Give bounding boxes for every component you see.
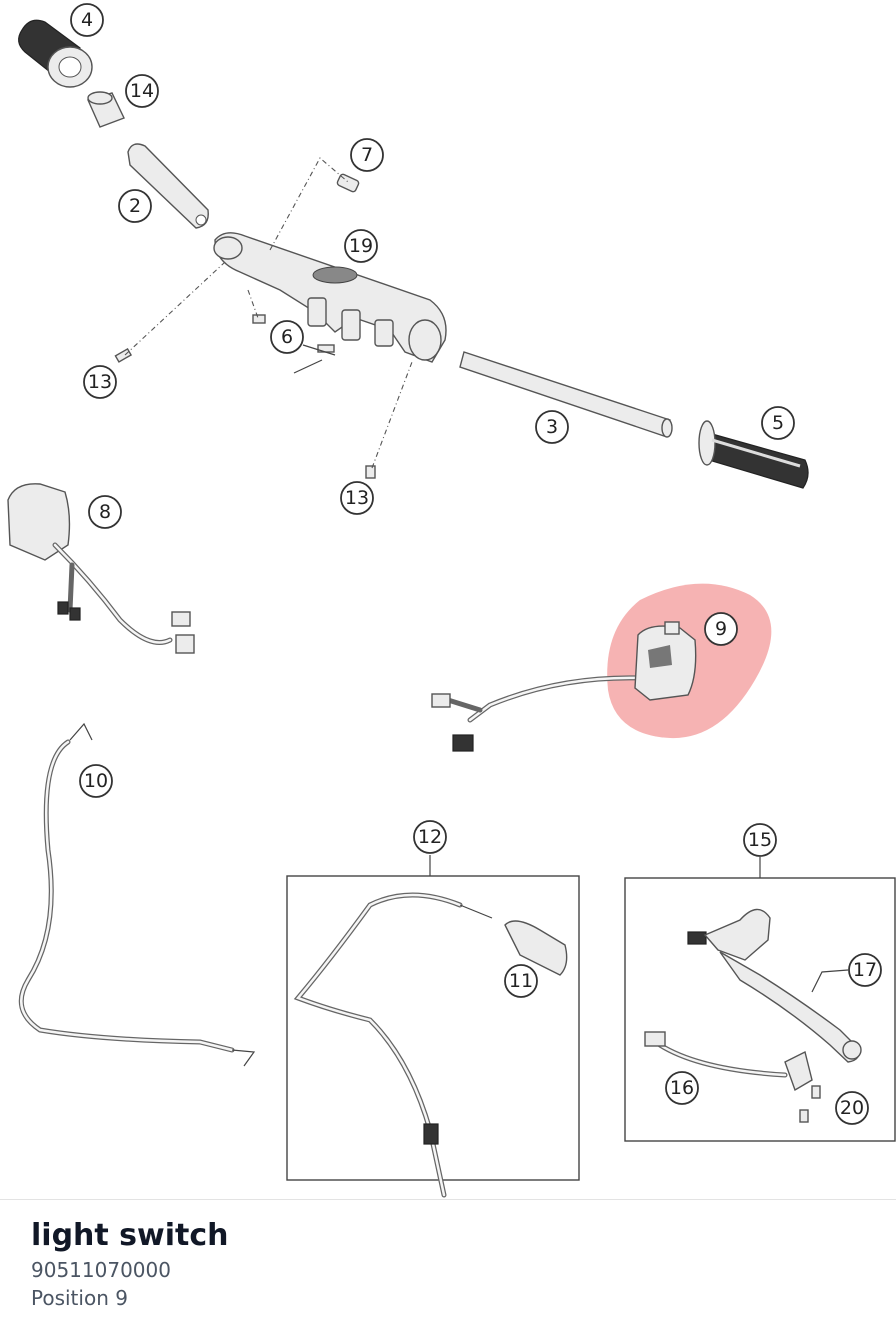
- svg-text:9: 9: [715, 618, 727, 640]
- svg-text:3: 3: [546, 416, 558, 438]
- callout-19[interactable]: 19: [344, 229, 378, 263]
- svg-text:19: 19: [349, 235, 373, 257]
- part-8-left-switch[interactable]: [7, 483, 195, 654]
- part-7-screw[interactable]: [336, 173, 360, 193]
- callout-6[interactable]: 6: [270, 320, 304, 354]
- svg-text:8: 8: [99, 501, 111, 523]
- svg-text:17: 17: [853, 959, 877, 981]
- svg-text:16: 16: [670, 1077, 694, 1099]
- callout-7[interactable]: 7: [350, 138, 384, 172]
- callout-3[interactable]: 3: [535, 410, 569, 444]
- svg-text:12: 12: [418, 826, 442, 848]
- callout-13-left[interactable]: 13: [83, 365, 117, 399]
- svg-text:13: 13: [345, 487, 369, 509]
- callout-15[interactable]: 15: [743, 823, 777, 857]
- svg-text:6: 6: [281, 326, 293, 348]
- svg-text:13: 13: [88, 371, 112, 393]
- part-group-12-box: [286, 875, 580, 1181]
- part-9-light-switch[interactable]: [431, 621, 697, 752]
- part-2-bar-insert[interactable]: [127, 143, 209, 229]
- svg-text:7: 7: [361, 144, 373, 166]
- svg-text:4: 4: [81, 9, 93, 31]
- exploded-parts-diagram: 4 14 2 7 19 6 13 13 3 5 8 9 10 12 11 15 …: [7, 3, 896, 1198]
- selected-part-panel: light switch 90511070000 Position 9: [0, 1199, 896, 1336]
- part-12-throttle-cable[interactable]: [293, 892, 493, 1198]
- callout-16[interactable]: 16: [665, 1071, 699, 1105]
- callout-4[interactable]: 4: [70, 3, 104, 37]
- callout-13-bottom[interactable]: 13: [340, 481, 374, 515]
- svg-text:10: 10: [84, 770, 108, 792]
- part-14-sleeve[interactable]: [87, 91, 125, 128]
- svg-text:11: 11: [509, 970, 533, 992]
- svg-text:20: 20: [840, 1097, 864, 1119]
- callout-20[interactable]: 20: [835, 1091, 869, 1125]
- svg-text:14: 14: [130, 80, 154, 102]
- callout-9[interactable]: 9: [704, 612, 738, 646]
- callout-8[interactable]: 8: [88, 495, 122, 529]
- part-5-right-grip[interactable]: [698, 420, 809, 489]
- part-13-screw-bottom[interactable]: [365, 465, 376, 479]
- part-4-left-grip[interactable]: [18, 19, 93, 88]
- part-3-bar-tube[interactable]: [459, 351, 673, 438]
- callout-14[interactable]: 14: [125, 74, 159, 108]
- callout-5[interactable]: 5: [761, 406, 795, 440]
- callout-17[interactable]: 17: [848, 953, 882, 987]
- svg-text:15: 15: [748, 829, 772, 851]
- part-number: 90511070000: [31, 1258, 171, 1282]
- part-19-handlebar-clamp[interactable]: [213, 232, 447, 363]
- part-position: Position 9: [31, 1286, 128, 1310]
- callout-12[interactable]: 12: [413, 820, 447, 854]
- part-11-cover[interactable]: [504, 920, 568, 976]
- part-name: light switch: [31, 1218, 229, 1253]
- svg-text:5: 5: [772, 412, 784, 434]
- svg-text:2: 2: [129, 195, 141, 217]
- part-10-cable[interactable]: [18, 722, 256, 1067]
- part-15-clutch-lever[interactable]: [687, 908, 862, 1063]
- callout-11[interactable]: 11: [504, 964, 538, 998]
- callout-2[interactable]: 2: [118, 189, 152, 223]
- part-13-screw-left[interactable]: [114, 347, 133, 363]
- part-16-switch-cable[interactable]: [644, 1031, 788, 1078]
- callout-10[interactable]: 10: [79, 764, 113, 798]
- part-20-screws[interactable]: [784, 1050, 821, 1123]
